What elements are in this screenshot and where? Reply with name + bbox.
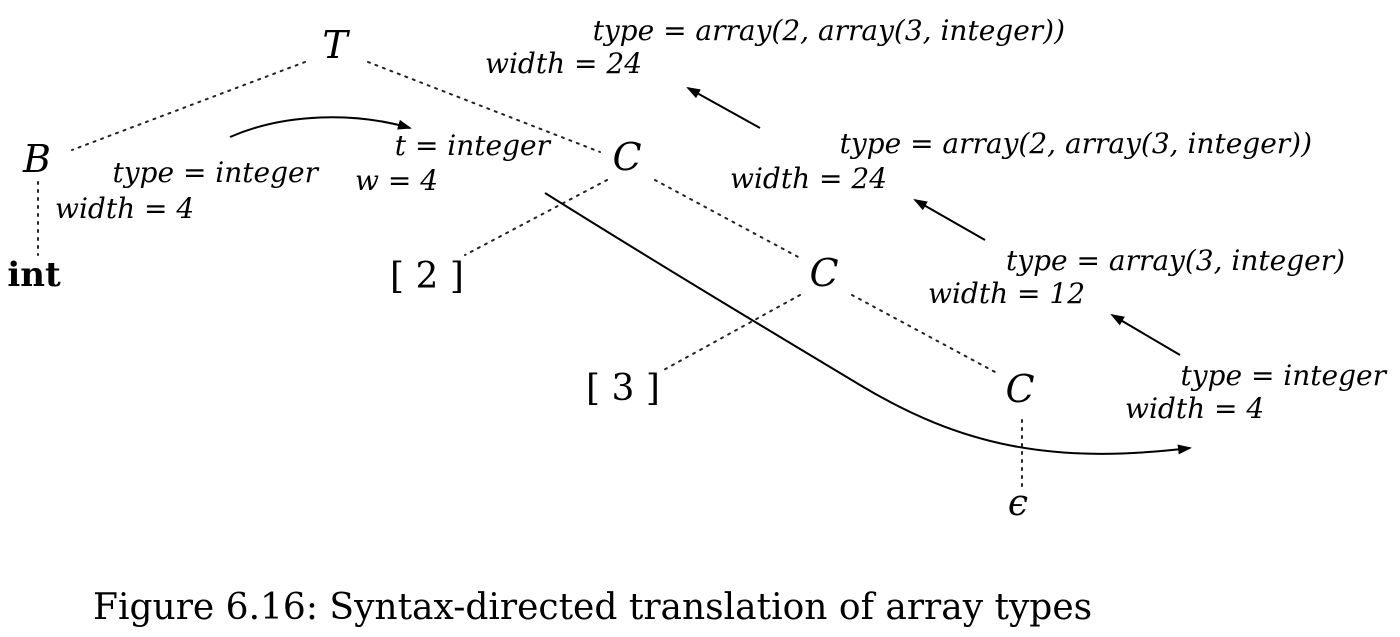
edge-c1-num2: [464, 179, 608, 256]
arrow-b-to-inherited: [229, 116, 412, 138]
node-c1: C: [612, 135, 641, 179]
edge-t-c1: [367, 61, 601, 153]
attr-inherited-t: t = integer: [395, 129, 552, 162]
node-num-2: [ 2 ]: [390, 256, 464, 297]
edge-c1-c2: [654, 179, 801, 259]
attr-c1-type: type = array(2, array(3, integer)): [840, 127, 1312, 160]
arrow-c2-to-c1: [913, 199, 986, 241]
node-int: int: [7, 255, 61, 295]
node-b: B: [22, 137, 51, 181]
attr-c2-type: type = array(3, integer): [1006, 244, 1345, 277]
node-c3: C: [1005, 367, 1034, 411]
attr-c3-type: type = integer: [1180, 359, 1387, 392]
arrow-c3-to-c2: [1110, 313, 1181, 356]
arrow-inherited-down-to-c3: [544, 192, 1192, 455]
node-epsilon: ϵ: [1008, 483, 1028, 524]
node-t: T: [322, 23, 350, 67]
arrow-c1-to-t: [686, 87, 761, 129]
attr-b-type: type = integer: [112, 156, 319, 189]
attr-b-width: width = 4: [55, 192, 194, 225]
edge-c2-c3: [851, 294, 996, 373]
node-num-3: [ 3 ]: [586, 368, 660, 409]
node-c2: C: [809, 251, 838, 295]
attr-c3-width: width = 4: [1125, 392, 1264, 425]
edge-c2-num3: [659, 294, 801, 373]
attr-inherited-w: w = 4: [355, 164, 438, 197]
attr-top-width: width = 24: [485, 47, 642, 80]
edge-t-b: [71, 61, 306, 151]
attr-c1-width: width = 24: [730, 162, 887, 195]
attr-c2-width: width = 12: [928, 277, 1085, 310]
figure-caption: Figure 6.16: Syntax-directed translation…: [93, 587, 1092, 628]
attr-top-type: type = array(2, array(3, integer)): [593, 14, 1065, 47]
